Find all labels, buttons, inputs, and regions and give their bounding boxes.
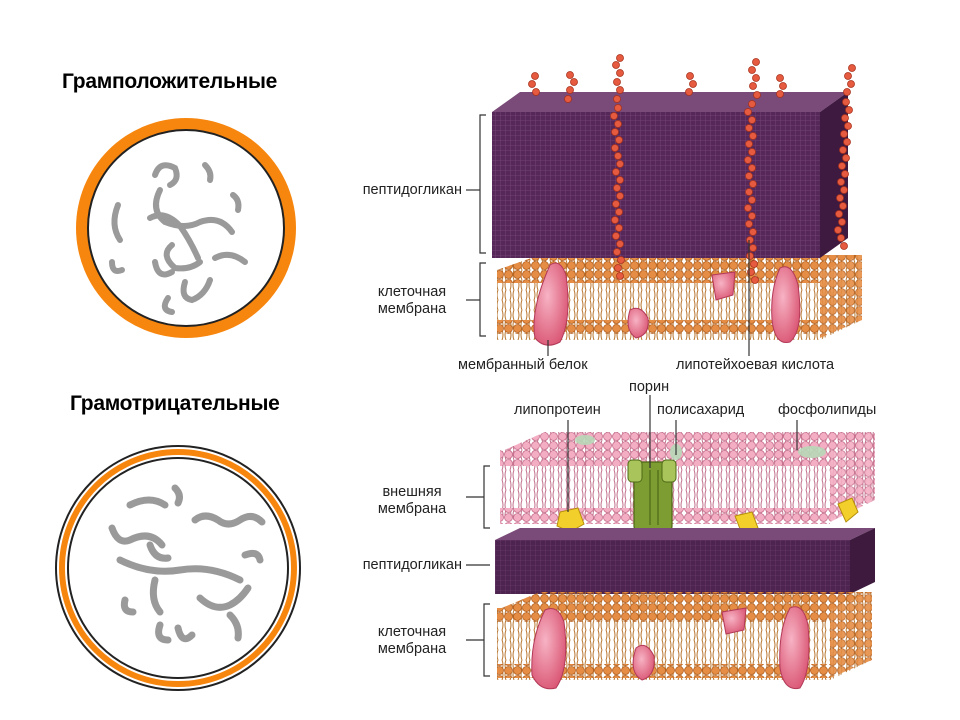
label-peptidoglycan-neg: пептидогликан	[362, 557, 462, 573]
gram-positive-title: Грамположительные	[62, 70, 277, 93]
gram-negative-cell	[55, 445, 301, 691]
gram-positive-cell	[76, 118, 296, 338]
label-outer-membrane: внешняя мембрана	[362, 484, 462, 518]
peptidoglycan-layer	[495, 528, 875, 594]
label-line: мембрана	[377, 301, 447, 317]
nucleoid-icon	[108, 484, 266, 644]
cell-membrane	[497, 592, 872, 680]
nucleoid-icon	[109, 162, 248, 315]
label-line: внешняя	[382, 484, 442, 500]
label-lipoprotein: липопротеин	[514, 402, 601, 418]
lipoteichoic-acid-chains	[528, 54, 856, 284]
label-membrane-protein: мембранный белок	[458, 357, 588, 373]
label-cell-membrane-neg: клеточная мембрана	[362, 624, 462, 658]
peptidoglycan-layer	[492, 92, 848, 258]
label-peptidoglycan-pos: пептидогликан	[362, 182, 462, 198]
label-porin: порин	[629, 379, 670, 395]
membrane-protein	[533, 262, 801, 346]
gram-negative-wall	[495, 432, 875, 690]
label-phospholipids: фосфолипиды	[778, 402, 877, 418]
outer-membrane	[500, 432, 875, 524]
label-line: мембрана	[377, 641, 447, 657]
cell-membrane	[497, 255, 862, 340]
label-line: клеточная	[377, 284, 447, 300]
label-line: мембрана	[377, 501, 447, 517]
label-polysaccharide: полисахарид	[657, 402, 745, 418]
membrane-protein	[531, 606, 810, 690]
label-brackets	[466, 114, 798, 677]
porin-protein	[627, 459, 677, 533]
gram-negative-title: Грамотрицательные	[70, 392, 280, 415]
label-cell-membrane-pos: клеточная мембрана	[362, 284, 462, 318]
label-line: клеточная	[377, 624, 447, 640]
label-lipoteichoic-acid: липотейхоевая кислота	[676, 357, 835, 373]
gram-positive-wall	[492, 54, 862, 346]
